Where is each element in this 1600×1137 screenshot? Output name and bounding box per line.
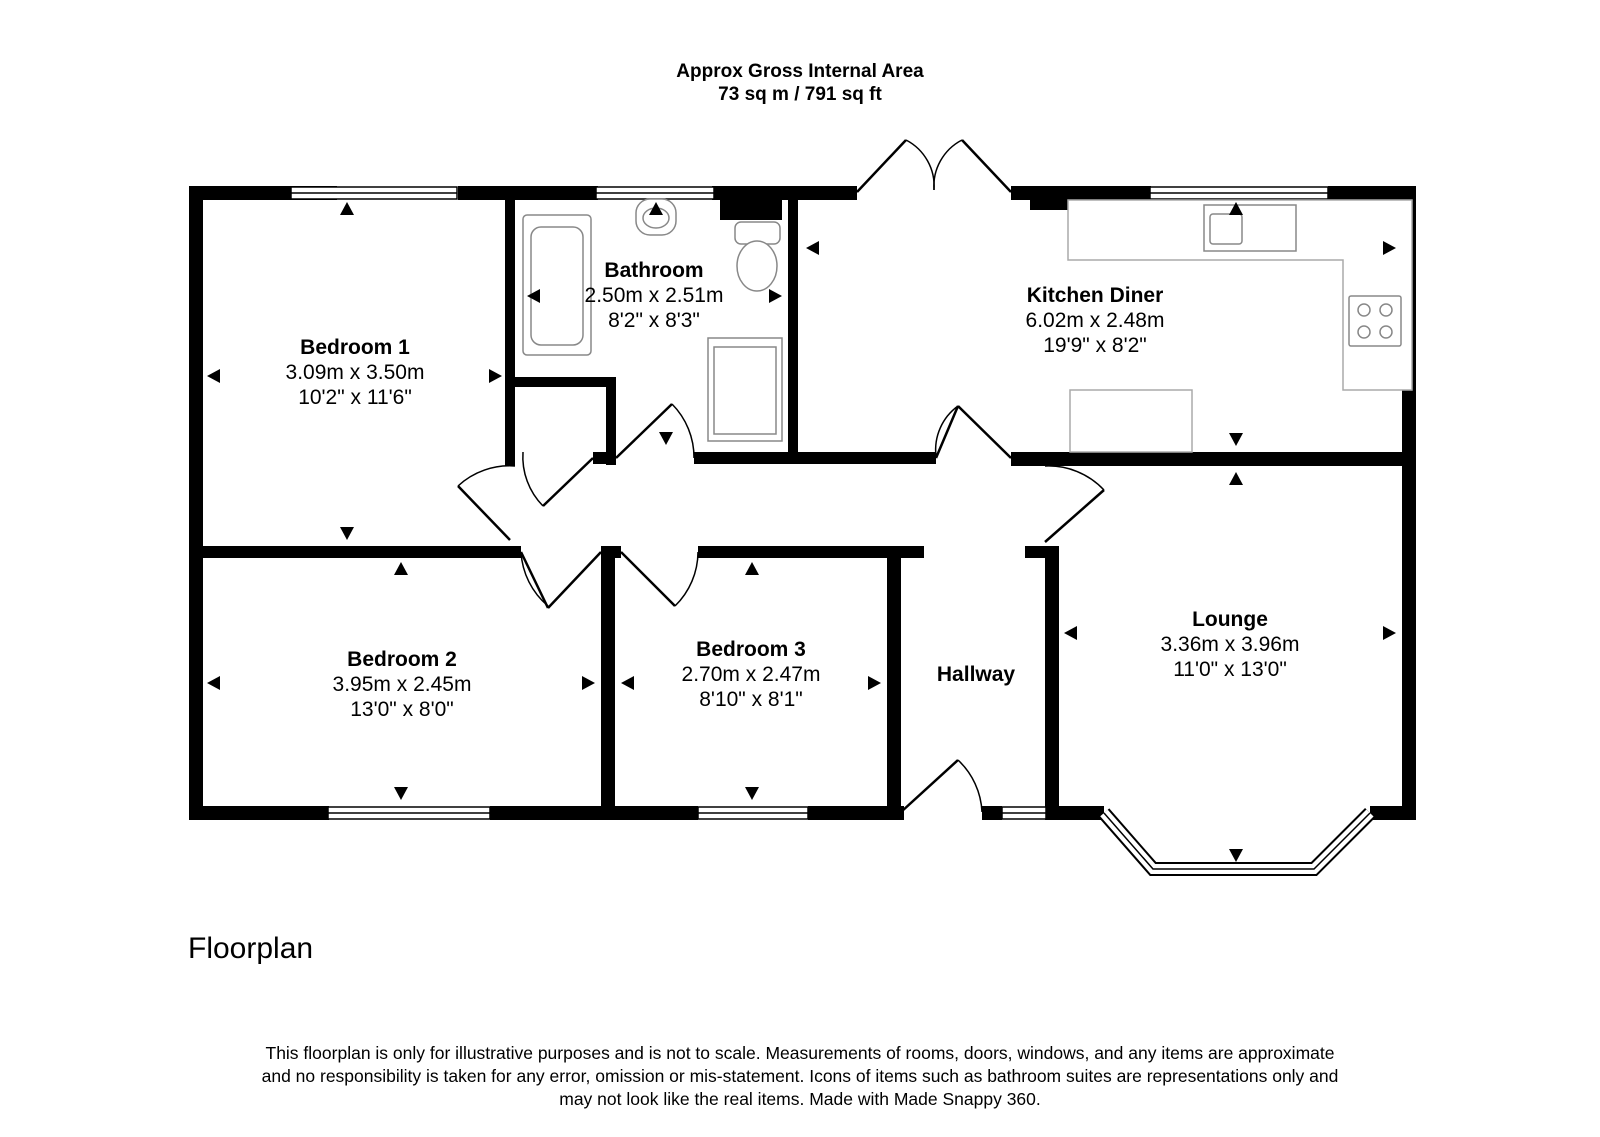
room-imperial: 8'10" x 8'1" [699,688,803,711]
room-metric: 3.09m x 3.50m [285,361,425,384]
room-name: Kitchen Diner [1026,284,1164,307]
room-name: Hallway [936,663,1016,686]
windows [290,186,1329,820]
wall-bath-bottom [694,452,936,464]
wall-hall-left [887,546,901,820]
room-kitchen-diner: Kitchen Diner 6.02m x 2.48m 19'9" x 8'2" [1026,283,1165,358]
wall-bath-right [788,198,798,452]
wall-left [189,186,203,818]
toilet-bowl [736,240,778,292]
room-metric: 6.02m x 2.48m [1025,309,1165,332]
room-name: Bathroom [604,259,704,282]
room-bedroom3: Bedroom 3 2.70m x 2.47m 8'10" x 8'1" [682,637,821,712]
wall-b2-b3-divider [601,546,615,820]
room-imperial: 11'0" x 13'0" [1173,658,1287,681]
room-bedroom1: Bedroom 1 3.09m x 3.50m 10'2" x 11'6" [286,335,425,410]
room-metric: 3.95m x 2.45m [332,673,472,696]
wall-bottom-b2-left [189,806,329,820]
gross-area-title: Approx Gross Internal Area [676,61,924,82]
room-imperial: 8'2" x 8'3" [608,309,700,332]
fixtures [522,198,1413,453]
disclaimer: This floorplan is only for illustrative … [200,1042,1400,1111]
kitchen-unit [1069,389,1193,453]
walls [189,186,1416,820]
wall-top-b1-right [458,186,598,200]
wall-top-kitchen-right [1328,186,1416,200]
wall-cupboard-right [606,377,616,465]
wall-kitchen-block [1030,186,1068,210]
room-imperial: 19'9" x 8'2" [1043,334,1147,357]
room-name: Lounge [1192,608,1268,631]
room-imperial: 10'2" x 11'6" [298,386,412,409]
disclaimer-line: This floorplan is only for illustrative … [265,1043,1335,1063]
disclaimer-line: and no responsibility is taken for any e… [261,1066,1339,1086]
room-metric: 2.70m x 2.47m [681,663,821,686]
disclaimer-line: may not look like the real items. Made w… [559,1089,1041,1109]
room-bedroom2: Bedroom 2 3.95m x 2.45m 13'0" x 8'0" [333,647,472,722]
wall-cupboard-top [515,377,614,387]
gross-area-heading: Approx Gross Internal Area 73 sq m / 791… [0,60,1600,106]
wall-right-lounge [1402,466,1416,818]
wall-lounge-left [1045,546,1059,820]
room-name: Bedroom 3 [696,638,806,661]
wall-b1-right [505,186,515,466]
section-title: Floorplan [188,932,314,965]
wall-bottom-hall [982,806,1002,820]
wall-kitchen-bottom [1011,452,1416,466]
room-imperial: 13'0" x 8'0" [350,698,454,721]
room-hallway: Hallway [937,662,1015,687]
dimension-arrows [207,202,1396,862]
wall-bottom-b3-right [808,806,904,820]
wall-cupboard-stub [593,452,616,464]
wall-b3-top [698,546,924,558]
wall-bottom-b2-right [490,806,698,820]
wall-bath-block [720,186,782,220]
room-lounge: Lounge 3.36m x 3.96m 11'0" x 13'0" [1161,607,1300,682]
bay-window [1098,808,1375,876]
wall-bottom-lounge-left [1048,806,1104,820]
hob [1348,295,1402,347]
room-bathroom: Bathroom 2.50m x 2.51m 8'2" x 8'3" [585,258,724,333]
kitchen-worktop [1067,199,1413,391]
wall-bottom-lounge-right [1370,806,1416,820]
room-name: Bedroom 1 [300,336,410,359]
gross-area-value: 73 sq m / 791 sq ft [718,84,882,105]
room-metric: 2.50m x 2.51m [584,284,724,307]
room-name: Bedroom 2 [347,648,457,671]
room-metric: 3.36m x 3.96m [1160,633,1300,656]
doors [457,139,1105,813]
wall-b1-bottom [189,546,521,558]
